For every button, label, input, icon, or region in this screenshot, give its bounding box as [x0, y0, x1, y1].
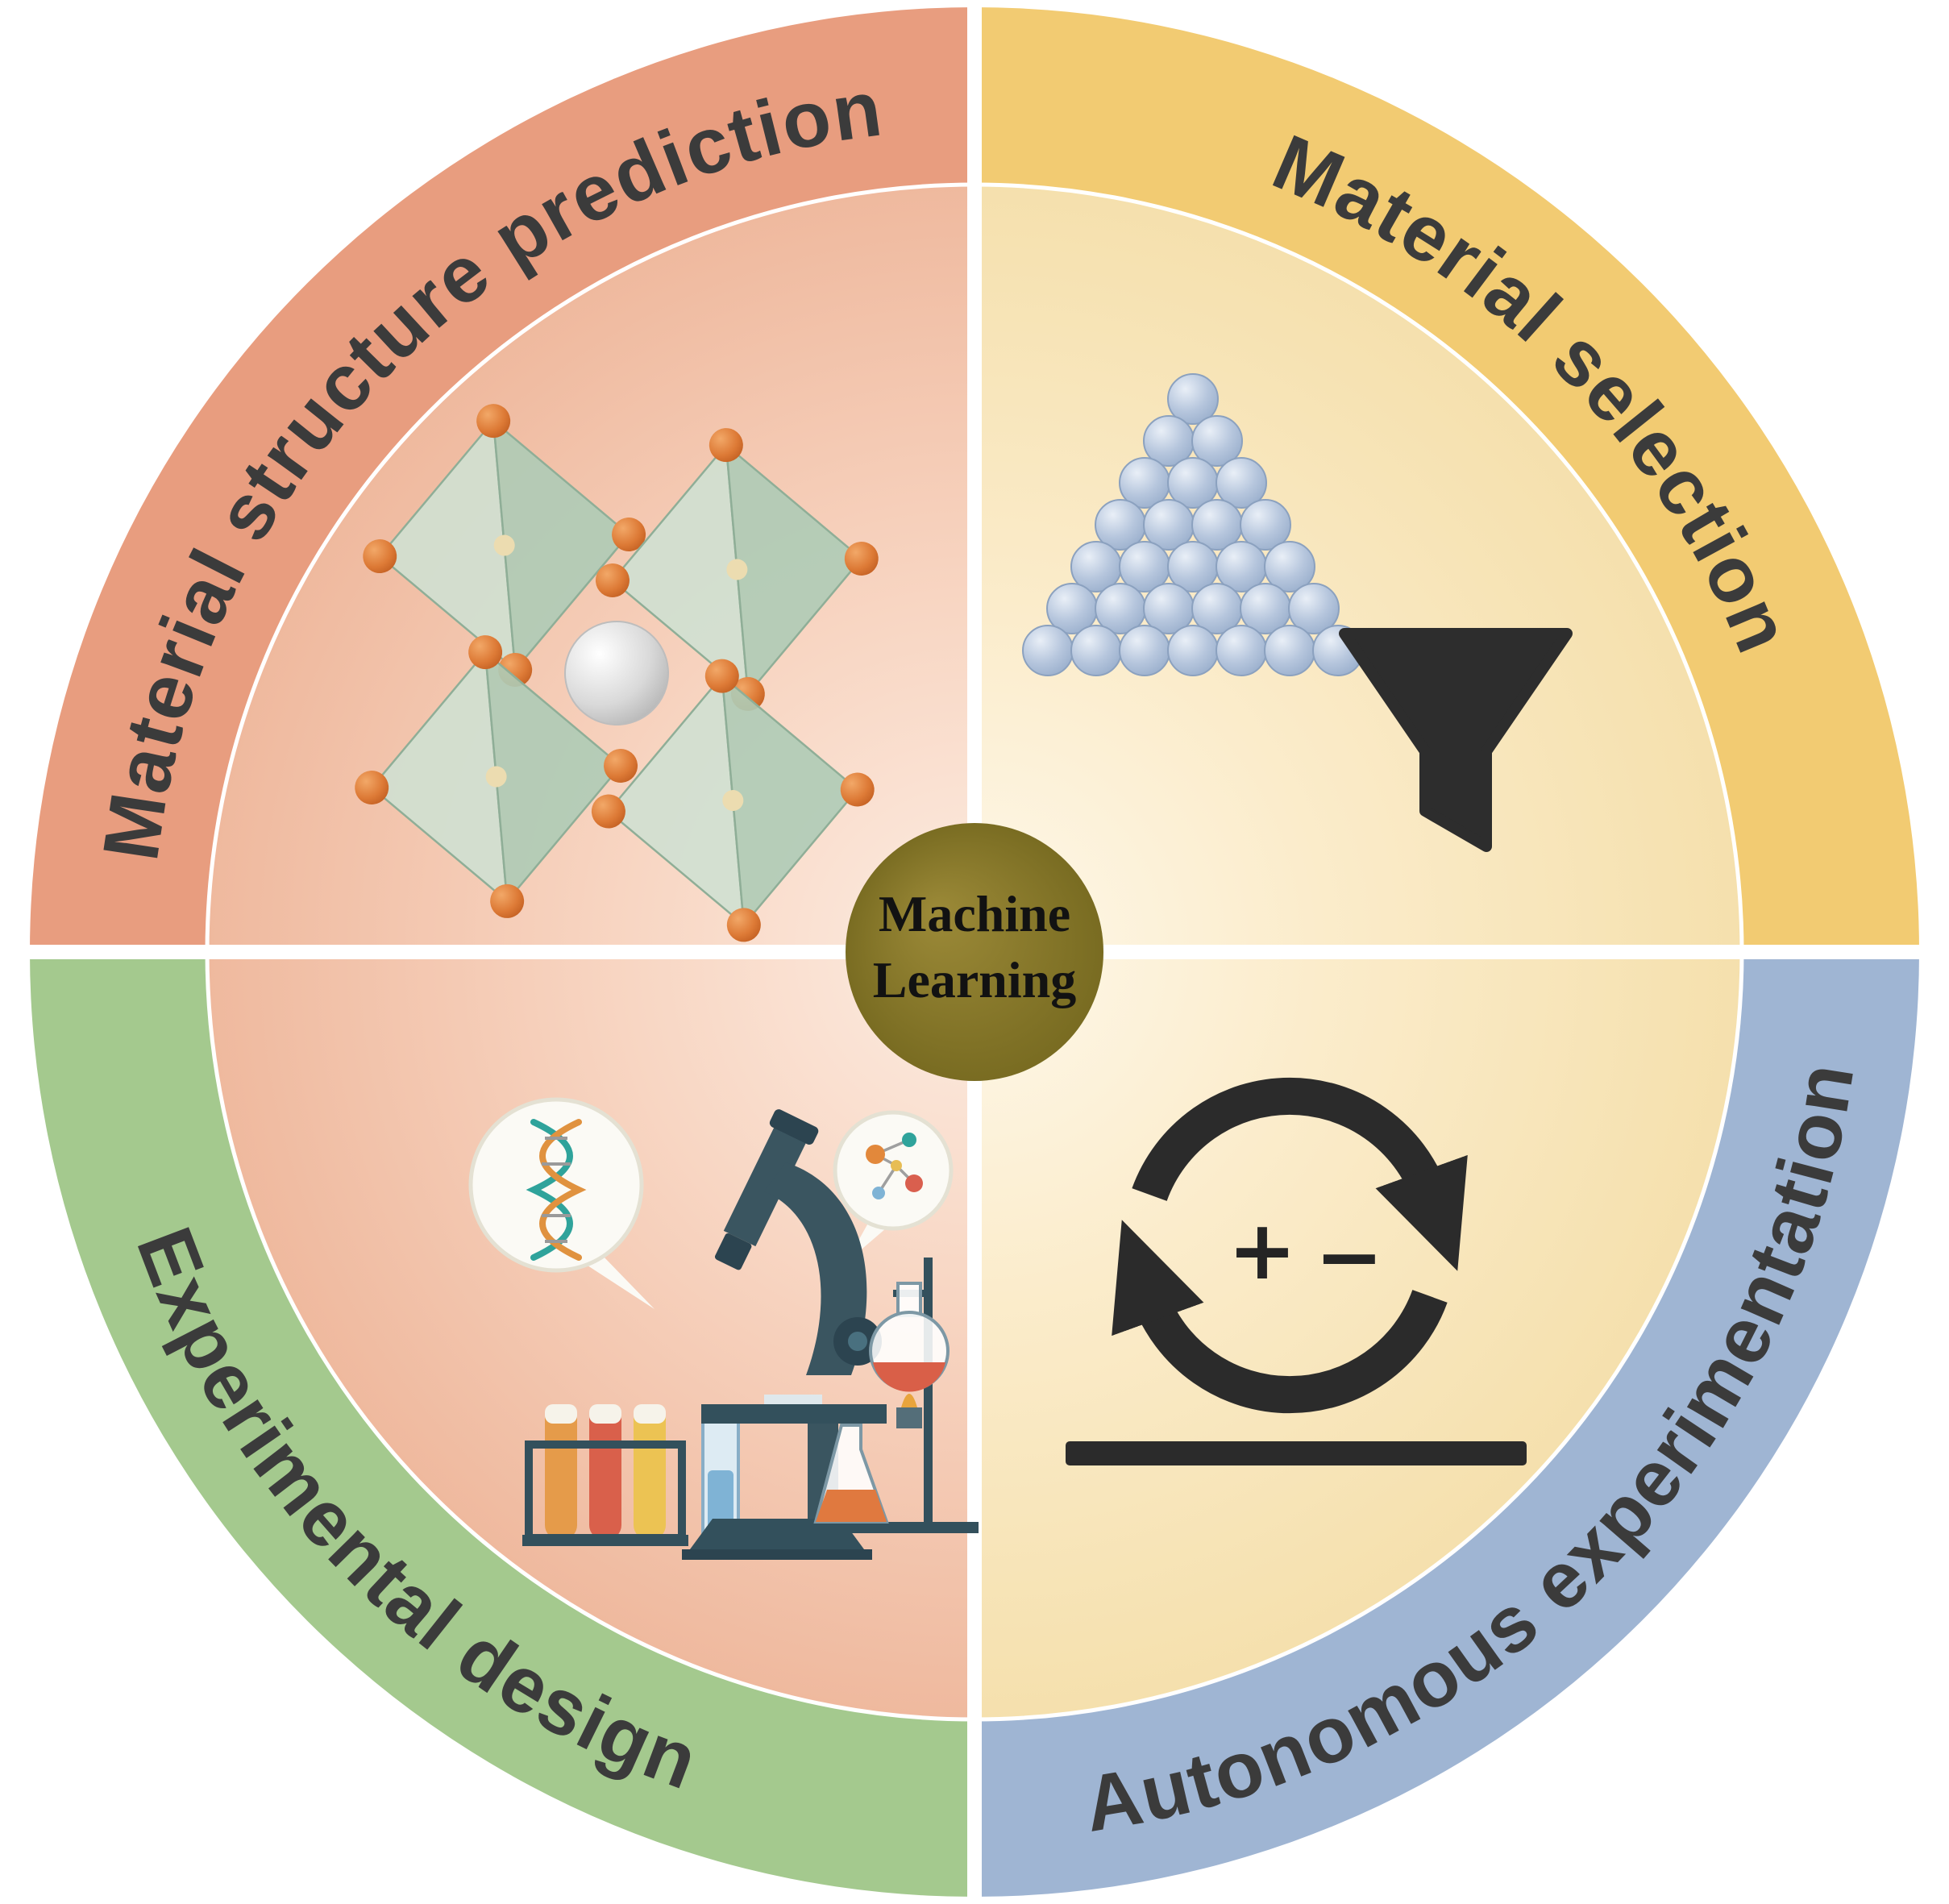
dna-rungs [542, 1137, 571, 1243]
refresh-loop-icon: + − [1066, 1077, 1527, 1465]
center-title-line1: Machine [879, 885, 1070, 942]
dna-speech-bubble [468, 1097, 655, 1309]
ring-segment-top-left [30, 7, 974, 952]
ring-segment-bottom-left [30, 952, 974, 1897]
crystal-structure-icon [355, 404, 879, 942]
minus-symbol: − [1315, 1209, 1383, 1305]
ring-segment-bottom-right [974, 952, 1919, 1897]
dna-strand-teal [526, 1119, 573, 1261]
burner [896, 1407, 922, 1428]
baseline-bar [1066, 1441, 1527, 1465]
flask-stand-icon [806, 1258, 979, 1533]
center-title-line2: Learning [873, 951, 1076, 1008]
inner-quadrant-top-right [974, 185, 1742, 952]
test-tube-rack-icon [522, 1404, 688, 1546]
ring-segment-top-right [974, 7, 1919, 952]
flame-icon [901, 1394, 917, 1407]
center-circle [846, 823, 1103, 1081]
loop-arrow-top [1132, 1077, 1468, 1271]
dna-strand-orange [539, 1119, 587, 1261]
octahedra-group [355, 404, 879, 942]
plus-symbol: + [1228, 1203, 1296, 1299]
lab-illustration-icon [468, 1097, 979, 1560]
central-atom-icon [564, 621, 669, 725]
funnel-icon [1339, 628, 1573, 852]
loop-arrow-bottom [1112, 1220, 1448, 1414]
